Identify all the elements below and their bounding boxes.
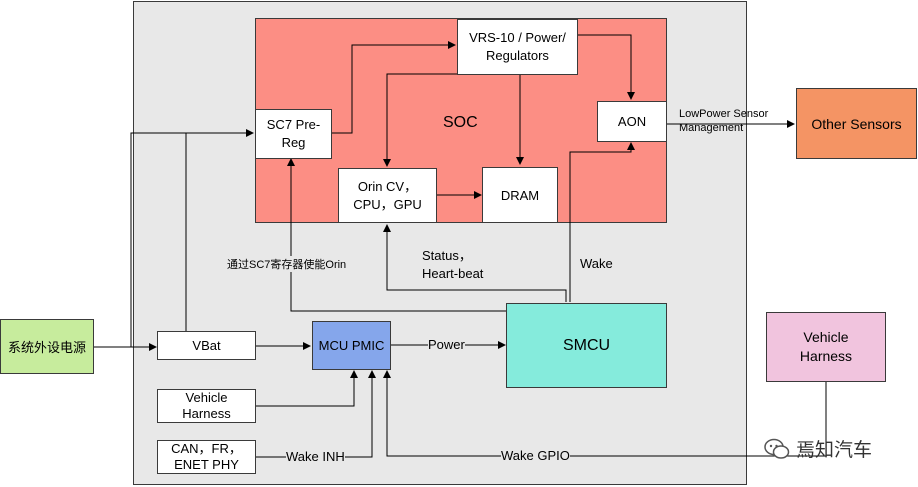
wire-vrs-to-orin — [383, 73, 457, 167]
status-heartbeat-label: Status， Heart-beat — [422, 248, 484, 281]
wire-smcu-to-sc7 — [287, 158, 507, 312]
other-sensors-block: Other Sensors — [796, 88, 917, 159]
watermark-text: 焉知汽车 — [796, 439, 873, 461]
power-source-block: 系统外设电源 — [0, 319, 94, 374]
soc-label: SOC — [443, 114, 478, 131]
wire-can-to-pmic — [256, 370, 376, 458]
wake-inh-label: Wake INH — [286, 449, 345, 464]
wire-harness-right-to-pmic — [383, 370, 827, 457]
wire-harness-to-pmic — [256, 370, 358, 407]
watermark: 焉知汽车 — [764, 435, 872, 462]
power-label: Power — [428, 337, 465, 352]
wake-label: Wake — [580, 256, 613, 271]
wire-vrs-to-aon — [578, 34, 635, 100]
mcu-pmic-block: MCU PMIC — [312, 321, 391, 370]
vehicle-harness-left-block: Vehicle Harness — [157, 389, 256, 423]
orin-block: Orin CV， CPU，GPU — [338, 168, 437, 223]
wake-gpio-label: Wake GPIO — [501, 448, 570, 463]
sc7-enable-label: 通过SC7寄存器使能Orin — [227, 256, 347, 272]
aon-block: AON — [597, 101, 667, 142]
lowpower-label: LowPower Sensor Management — [679, 108, 769, 135]
vehicle-harness-right-block: Vehicle Harness — [766, 312, 886, 382]
vrs-regulators-block: VRS-10 / Power/ Regulators — [457, 19, 578, 75]
can-fr-enet-block: CAN，FR， ENET PHY — [157, 440, 256, 474]
wire-smcu-to-aon — [569, 142, 635, 302]
smcu-block: SMCU — [506, 303, 667, 388]
wire-source-to-sc7 — [130, 129, 254, 347]
wire-sc7-to-vrs — [332, 41, 456, 134]
wire-smcu-to-orin — [383, 224, 567, 302]
wechat-icon — [764, 438, 790, 459]
dram-block: DRAM — [482, 167, 558, 223]
sc7-prereg-block: SC7 Pre- Reg — [255, 109, 332, 159]
vbat-block: VBat — [157, 331, 256, 360]
